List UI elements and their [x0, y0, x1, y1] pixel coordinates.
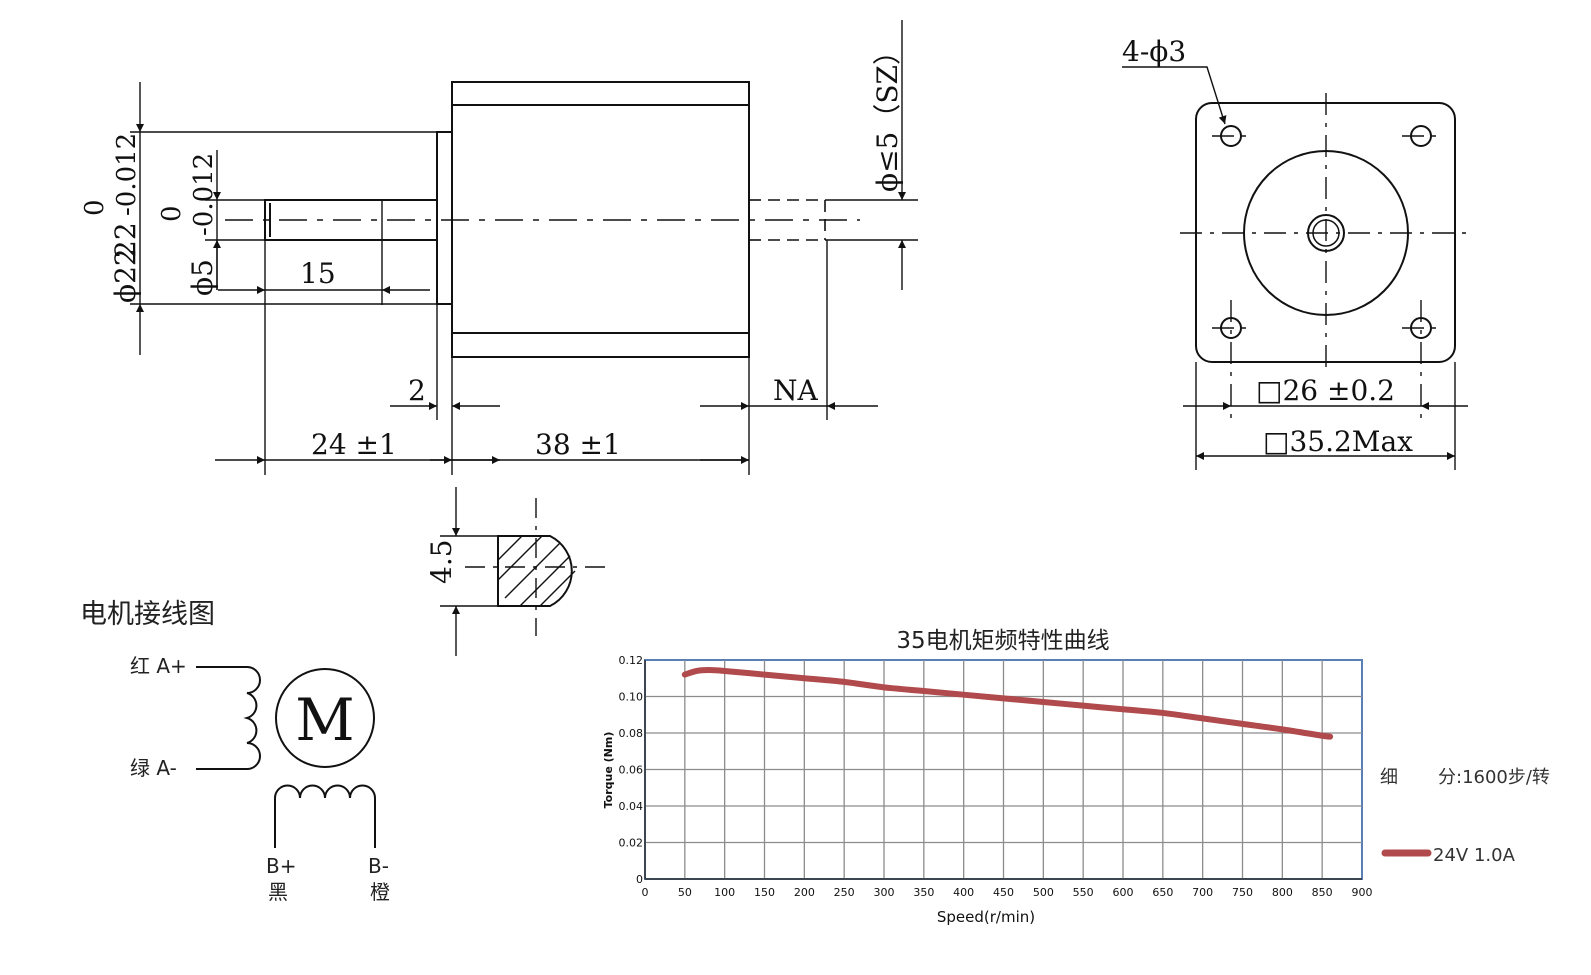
torque-chart: 35电机矩频特性曲线 0 50 100 150 200 250 300 350 400 450 50… — [602, 628, 1373, 926]
x-tick-label: 750 — [1232, 886, 1253, 899]
series-line-24v-1a — [681, 667, 1334, 740]
shaft-tol-upper: 0 — [157, 205, 187, 222]
boss-tol-lower: -0.012 — [112, 133, 142, 216]
x-tick-label: 300 — [874, 886, 895, 899]
x-tick-label: 0 — [642, 886, 649, 899]
x-tick-label: 100 — [714, 886, 735, 899]
rear-shaft-label: NA — [773, 374, 819, 407]
motor-symbol-circle — [275, 668, 375, 768]
microstep-text: 分:1600步/转 — [1438, 767, 1550, 788]
y-tick-label: 0.02 — [619, 837, 644, 850]
hole-label: 4-ϕ3 — [1122, 35, 1186, 68]
chart-title: 35电机矩频特性曲线 — [896, 628, 1109, 654]
boss-tol-upper: 0 — [80, 199, 110, 216]
y-tick-label: 0.06 — [619, 764, 644, 777]
shaft-len-label: 15 — [300, 257, 336, 290]
a-minus-label: 绿 A- — [130, 756, 177, 780]
motor-boss — [436, 131, 453, 305]
b-minus-label: B- — [368, 854, 389, 878]
boss-dia-label: ϕ22 — [109, 248, 142, 303]
flange-size-label: □35.2Max — [1263, 425, 1413, 458]
wiring-title: 电机接线图 — [80, 599, 215, 630]
body-len-label: 38 ±1 — [535, 428, 621, 461]
x-tick-label: 600 — [1113, 886, 1134, 899]
b-plus-label: B+ — [266, 854, 296, 878]
wiring-diagram — [196, 666, 376, 848]
coil-a — [243, 666, 261, 770]
flat-label: 4.5 — [425, 539, 458, 584]
chart-ticks: 0 50 100 150 200 250 300 350 400 450 500 550 600 650 7… — [619, 654, 1373, 899]
x-tick-label: 50 — [678, 886, 692, 899]
motor-symbol: M — [295, 686, 354, 754]
x-tick-label: 450 — [993, 886, 1014, 899]
a-plus-label: 红 A+ — [130, 654, 187, 678]
shaft-section — [440, 487, 608, 656]
x-tick-label: 400 — [953, 886, 974, 899]
side-view — [130, 20, 918, 475]
x-axis-label: Speed(r/min) — [937, 908, 1035, 926]
microstep-prefix: 细 — [1380, 767, 1398, 788]
x-tick-label: 200 — [794, 886, 815, 899]
y-tick-label: 0.08 — [619, 727, 644, 740]
x-tick-label: 250 — [834, 886, 855, 899]
boss-thick-label: 2 — [408, 374, 426, 407]
coil-b — [274, 784, 376, 848]
hole-pitch-label: □26 ±0.2 — [1256, 374, 1395, 407]
legend-series-label: 24V 1.0A — [1433, 845, 1516, 866]
x-tick-label: 550 — [1073, 886, 1094, 899]
shaft-dia-label: ϕ5 — [186, 259, 219, 296]
x-tick-label: 150 — [754, 886, 775, 899]
y-axis-label: Torque (Nm) — [602, 732, 615, 809]
front-view — [1122, 66, 1470, 470]
rear-shaft-dia-label: ϕ≤5（SZ） — [871, 37, 904, 192]
y-tick-label: 0.10 — [619, 691, 644, 704]
x-tick-label: 850 — [1312, 886, 1333, 899]
x-tick-label: 500 — [1033, 886, 1054, 899]
y-tick-label: 0.04 — [619, 800, 644, 813]
x-tick-label: 800 — [1272, 886, 1293, 899]
y-tick-label: 0 — [636, 873, 643, 886]
b-plus-color: 黑 — [268, 880, 288, 904]
boss-dia-value: 22 — [109, 222, 142, 258]
b-minus-color: 橙 — [370, 880, 390, 904]
x-tick-label: 700 — [1192, 886, 1213, 899]
x-tick-label: 900 — [1352, 886, 1373, 899]
y-tick-label: 0.12 — [619, 654, 644, 667]
x-tick-label: 650 — [1152, 886, 1173, 899]
chart-grid — [644, 659, 1363, 880]
x-tick-label: 350 — [913, 886, 934, 899]
front-len-label: 24 ±1 — [311, 428, 397, 461]
shaft-tol-lower: -0.012 — [189, 153, 219, 236]
